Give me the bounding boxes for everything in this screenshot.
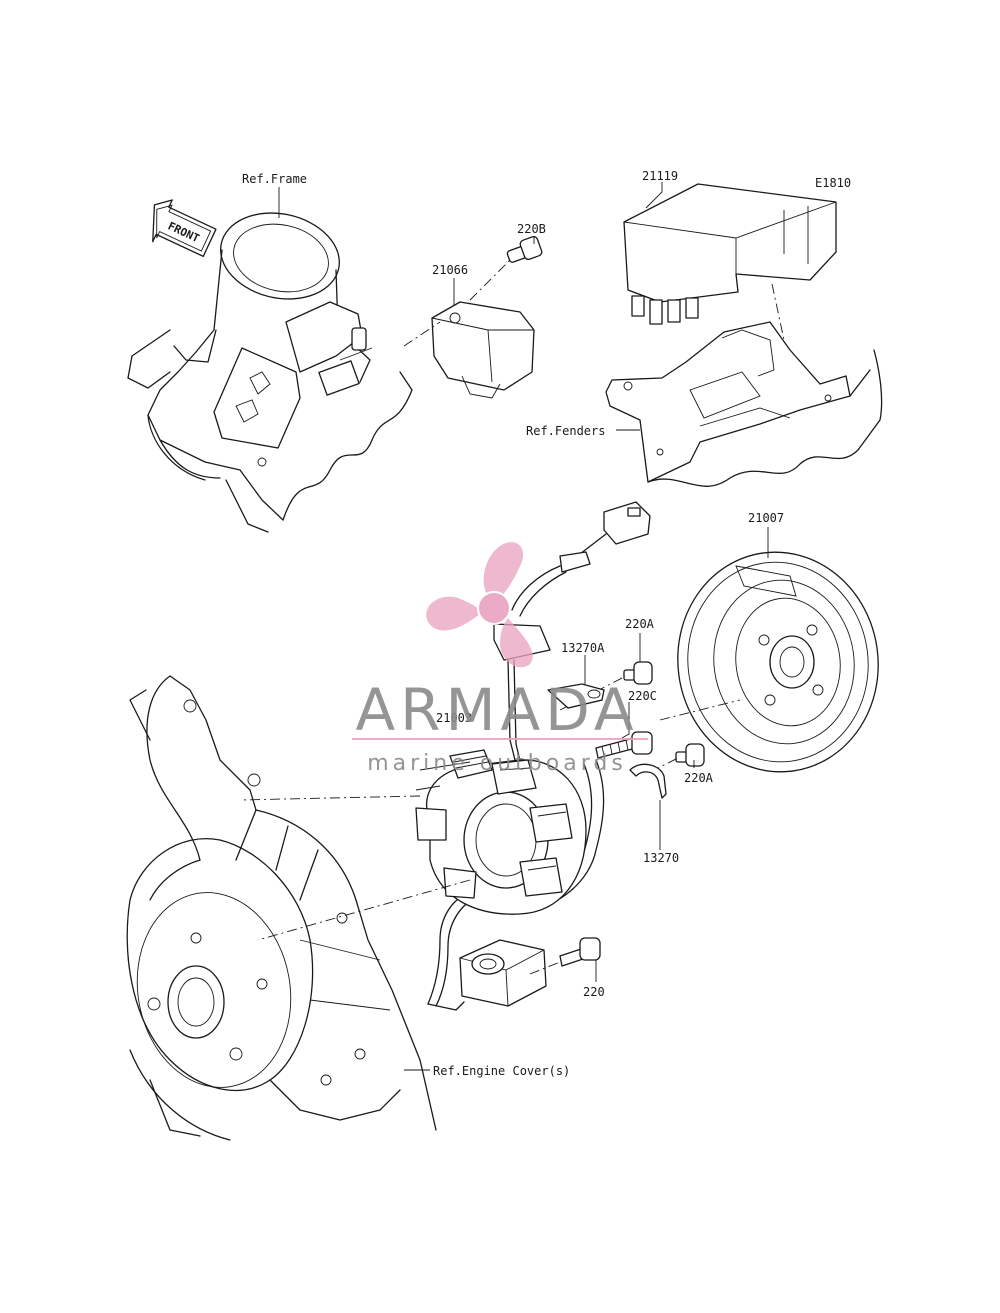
pickup-coil <box>459 939 547 1007</box>
part-21007-flywheel <box>659 551 879 773</box>
leader-lines <box>278 182 769 1071</box>
label-21003: 21003 <box>436 711 472 725</box>
part-220C-bolt <box>595 731 653 759</box>
fender-bracket <box>605 321 883 487</box>
watermark-brand: ARMADA <box>355 676 638 744</box>
label-13270A: 13270A <box>561 641 605 655</box>
part-21003-stator <box>239 749 587 941</box>
label-21066: 21066 <box>432 263 468 277</box>
part-220B-bolt <box>469 236 543 301</box>
label-21119: 21119 <box>642 169 678 183</box>
part-13270A-clamp <box>547 683 605 709</box>
diagram-code-label: E1810 <box>815 176 851 190</box>
part-220A-bolt-top <box>559 661 653 711</box>
label-21007: 21007 <box>748 511 784 525</box>
part-21066-relay <box>403 301 535 399</box>
ref-fenders-label: Ref.Fenders <box>526 424 605 438</box>
propeller-logo-icon <box>426 542 533 668</box>
engine-cover <box>126 675 437 1141</box>
ref-frame-label: Ref.Frame <box>242 172 307 186</box>
part-13270-clamp <box>629 763 667 799</box>
label-220A-right: 220A <box>684 771 714 785</box>
frame-assembly <box>127 212 413 533</box>
watermark: ARMADA marine outboards <box>352 542 648 776</box>
watermark-tagline: marine outboards <box>367 751 627 776</box>
watermark-divider <box>352 738 648 740</box>
part-21119-regulator <box>623 183 837 341</box>
label-13270: 13270 <box>643 851 679 865</box>
label-220: 220 <box>583 985 605 999</box>
ref-engine-cover-label: Ref.Engine Cover(s) <box>433 1064 570 1078</box>
label-220A-top: 220A <box>625 617 655 631</box>
part-220-bolt <box>529 937 601 975</box>
labels: Ref.Frame 220B 21066 21119 E1810 Ref.Fen… <box>242 169 851 1078</box>
front-arrow-icon: FRONT <box>152 199 217 258</box>
label-220B: 220B <box>517 222 546 236</box>
label-220C: 220C <box>628 689 657 703</box>
